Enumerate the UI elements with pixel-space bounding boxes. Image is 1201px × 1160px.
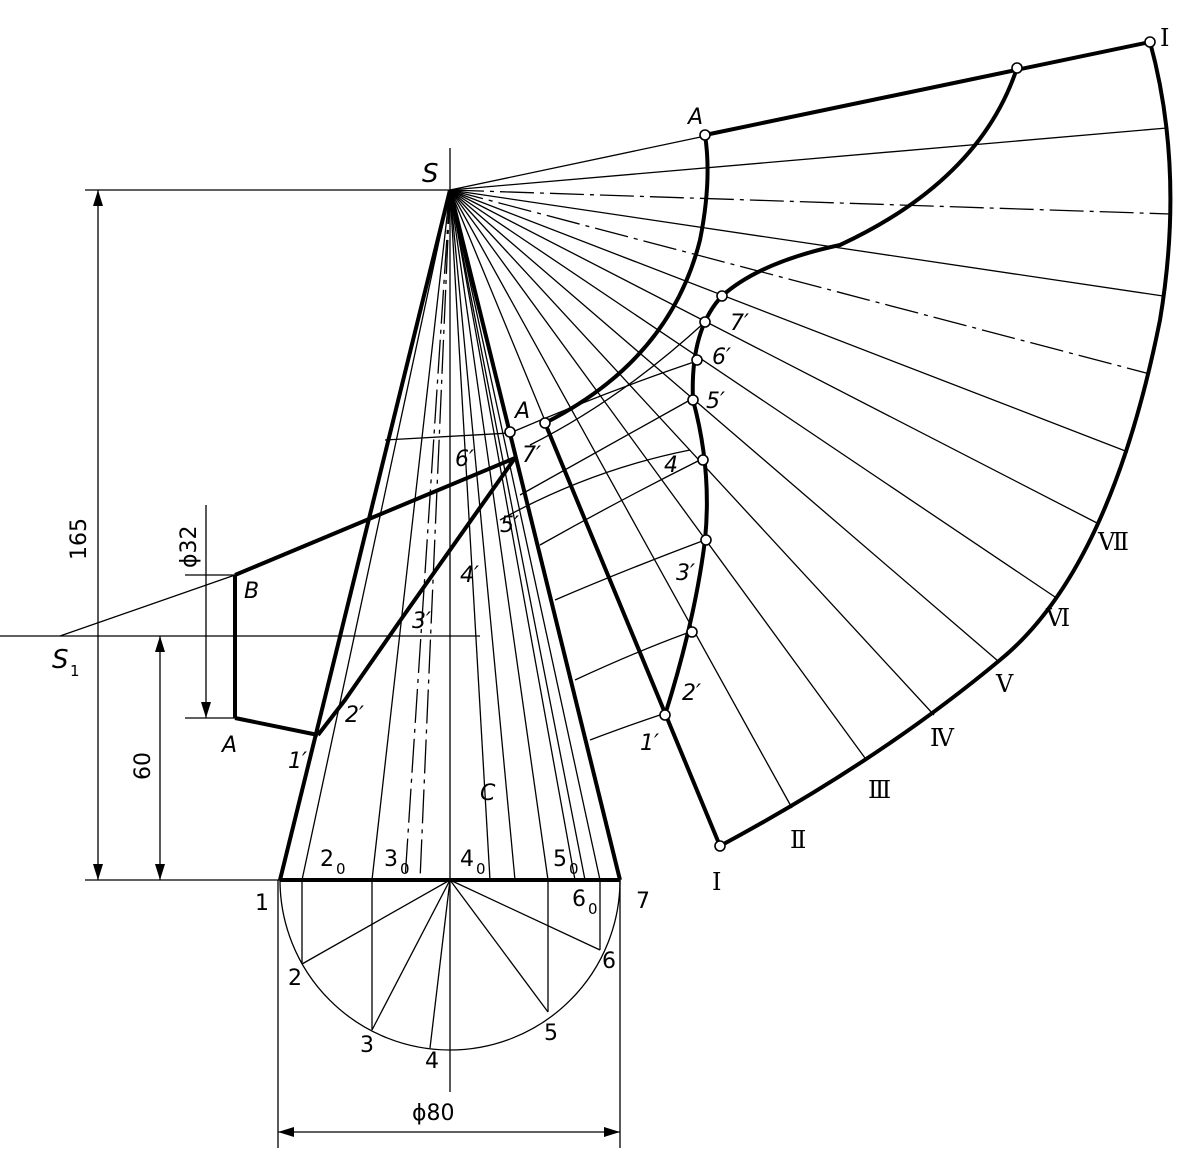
- development-inner-curve: [544, 134, 710, 425]
- roman-3: Ⅲ: [868, 776, 891, 804]
- label-point-a-top: A: [686, 105, 703, 130]
- dimension-lines: [85, 189, 621, 1148]
- base-point-1: 1: [255, 891, 269, 916]
- proj-5-main: 5: [553, 847, 567, 872]
- base-point-6: 6: [602, 949, 616, 974]
- dim-60: 60: [131, 752, 156, 780]
- development-fan-lines: [449, 41, 1171, 847]
- development-outer-arc: [719, 41, 1173, 848]
- label-apex-s1-sub: 1: [70, 662, 80, 680]
- ipt-6: 6′: [455, 447, 474, 472]
- ipt-2: 2′: [345, 703, 364, 728]
- proj-2-sub: 0: [336, 860, 346, 878]
- ipt-1: 1′: [288, 749, 307, 774]
- ipt-5: 5′: [500, 513, 519, 538]
- cone-generators: [301, 189, 601, 881]
- dpt-4: 4: [664, 453, 678, 478]
- base-semicircle: [279, 879, 621, 1051]
- ipt-4: 4′: [460, 563, 479, 588]
- transfer-arcs: [499, 321, 706, 741]
- label-apex-s: S: [422, 159, 439, 189]
- dim-165: 165: [67, 518, 92, 560]
- dim-phi80: ϕ80: [412, 1101, 455, 1126]
- cone-left-edge: [278, 189, 452, 881]
- dpt-1: 1′: [640, 731, 659, 756]
- intersection-curve: [316, 456, 517, 737]
- dpt-3: 3′: [676, 561, 695, 586]
- dim-phi32: ϕ32: [177, 525, 202, 568]
- branch-cylinder: [59, 432, 517, 737]
- ipt-3: 3′: [412, 609, 431, 634]
- development-top-edge: [704, 40, 1151, 137]
- base-point-5: 5: [544, 1021, 558, 1046]
- ipt-7: 7′: [522, 443, 541, 468]
- development-upper-curve: [720, 67, 1019, 298]
- base-point-7: 7: [636, 889, 650, 914]
- cylinder-extension: [59, 574, 236, 637]
- proj-4-sub: 0: [476, 860, 486, 878]
- proj-6-sub: 0: [588, 900, 598, 918]
- cylinder-bottom-edge: [234, 716, 319, 737]
- proj-6-main: 6: [572, 887, 586, 912]
- label-point-c: C: [480, 781, 496, 806]
- development-outline: [543, 40, 1173, 848]
- label-point-a-side: A: [220, 733, 237, 758]
- drawing-labels: S S 1 B A A A C 165 60 ϕ32 ϕ80 1 2 3 4 5…: [52, 24, 1169, 1126]
- roman-4: Ⅳ: [930, 724, 955, 752]
- marked-points: [504, 36, 1156, 852]
- proj-3-main: 3: [384, 847, 398, 872]
- cylinder-top-edge: [234, 456, 516, 577]
- label-point-b: B: [244, 579, 259, 604]
- label-apex-s1: S: [52, 645, 69, 675]
- roman-7: Ⅶ: [1097, 528, 1129, 556]
- roman-6: Ⅵ: [1045, 604, 1070, 632]
- base-point-3: 3: [360, 1033, 374, 1058]
- roman-2: Ⅱ: [790, 826, 806, 854]
- label-point-a-mid: A: [513, 399, 530, 424]
- base-point-2: 2: [288, 966, 302, 991]
- axis-lines: [0, 148, 480, 1092]
- proj-2-main: 2: [320, 847, 334, 872]
- base-point-4: 4: [425, 1049, 439, 1074]
- proj-4-main: 4: [460, 847, 474, 872]
- proj-5-sub: 0: [569, 860, 579, 878]
- roman-5: Ⅴ: [995, 670, 1014, 698]
- dpt-6: 6′: [712, 345, 731, 370]
- roman-1-top: I: [1160, 24, 1169, 52]
- cone-right-edge: [448, 189, 622, 881]
- dpt-5: 5′: [706, 389, 725, 414]
- roman-1-bottom: I: [712, 868, 721, 896]
- dpt-2: 2′: [682, 681, 701, 706]
- dpt-7: 7′: [730, 311, 749, 336]
- development-seam: [543, 422, 722, 847]
- proj-3-sub: 0: [400, 860, 410, 878]
